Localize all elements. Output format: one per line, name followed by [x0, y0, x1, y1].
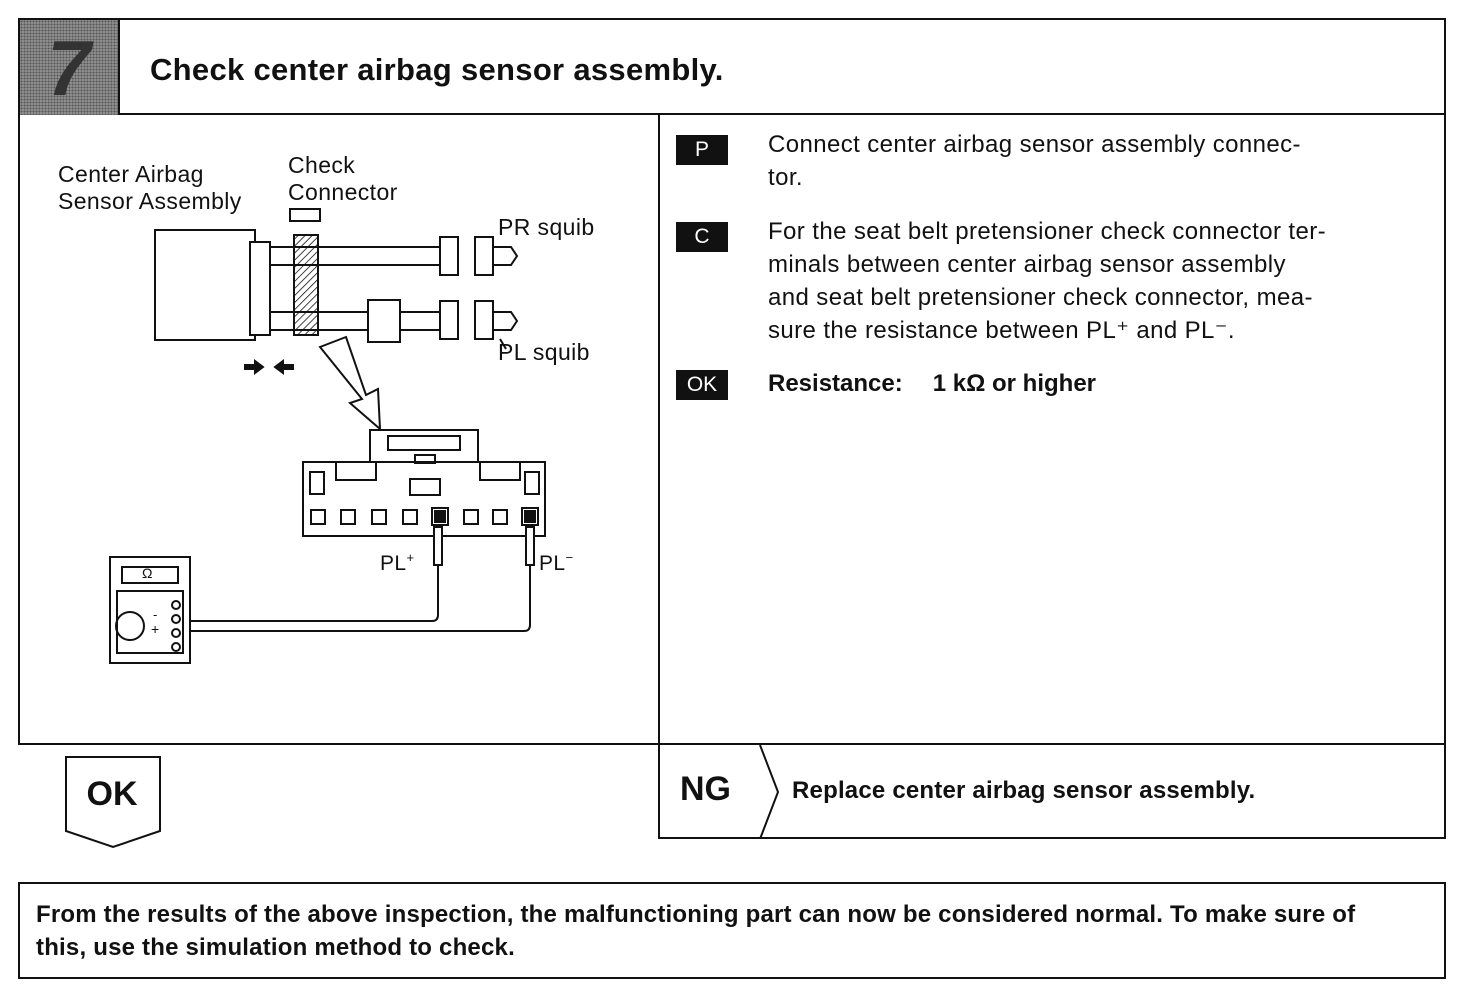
- ng-label: NG: [680, 770, 731, 808]
- tag-p-icon: P: [676, 135, 728, 165]
- step-header: 7 Check center airbag sensor assembly.: [18, 18, 1446, 115]
- note-box: From the results of the above inspection…: [18, 882, 1446, 979]
- instruction-text: Connect center airbag sensor assembly co…: [768, 131, 1301, 191]
- check-connector-label: Check Connector: [288, 152, 398, 205]
- step-number: 7: [47, 23, 91, 112]
- check-connector-icon: [289, 208, 321, 222]
- pl-squib-label: PL squib: [498, 339, 590, 365]
- magnified-connector: [302, 461, 546, 537]
- sensor-assembly-label: Center Airbag Sensor Assembly: [58, 161, 242, 214]
- page-title: Check center airbag sensor assembly.: [150, 52, 724, 87]
- ng-action: Replace center airbag sensor assembly.: [792, 777, 1256, 804]
- pl-plus-label: PL+: [380, 550, 415, 575]
- meter-plus-label: +: [151, 621, 160, 637]
- column-divider: [658, 115, 660, 839]
- pl-minus-label: PL−: [539, 550, 574, 575]
- ohm-symbol: Ω: [142, 565, 153, 581]
- pr-squib-label: PR squib: [498, 214, 595, 240]
- ok-label: OK: [86, 775, 138, 813]
- resistance-value: 1 kΩ or higher: [932, 370, 1097, 397]
- resistance-label: Resistance:: [768, 370, 903, 397]
- tag-ok-icon: OK: [676, 370, 728, 400]
- ng-chevron-icon: [759, 745, 780, 839]
- sensor-assembly-box: [154, 229, 256, 341]
- ok-flag-icon: [65, 756, 161, 849]
- resistance-spec: Resistance: 1 kΩ or higher: [768, 370, 1096, 398]
- instruction-text: For the seat belt pretensioner check con…: [768, 218, 1327, 344]
- connector-schematic: [109, 208, 546, 664]
- tag-c-icon: C: [676, 222, 728, 252]
- ng-result-box: [658, 743, 1446, 839]
- step-badge: 7: [20, 20, 120, 115]
- main-bottom-rule: [18, 743, 1446, 745]
- meter-minus-label: -: [153, 607, 158, 622]
- wiring-diagram: Center Airbag Sensor Assembly Check Conn…: [20, 117, 656, 741]
- note-text: From the results of the above inspection…: [36, 901, 1356, 961]
